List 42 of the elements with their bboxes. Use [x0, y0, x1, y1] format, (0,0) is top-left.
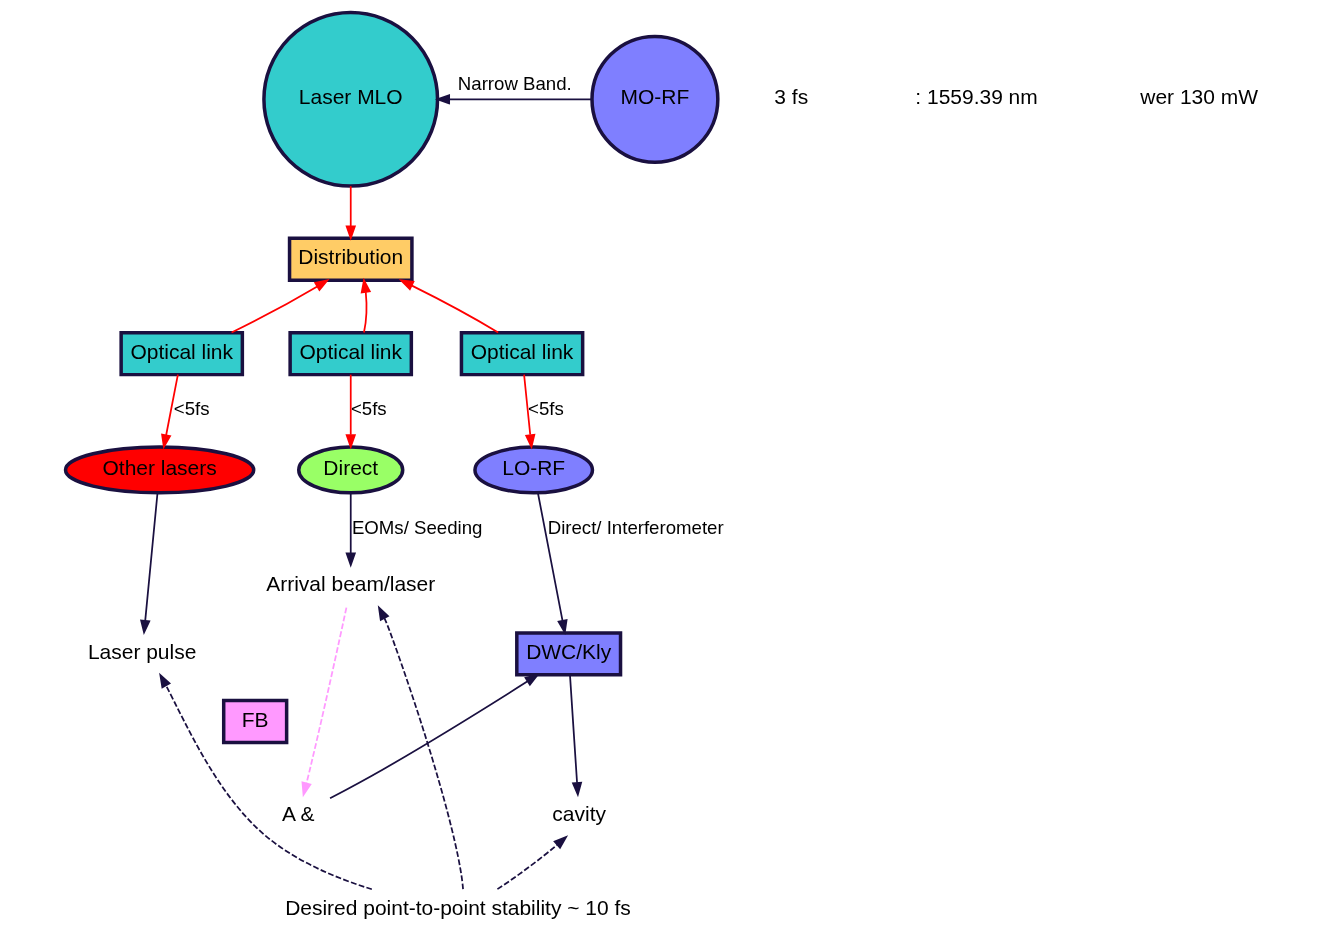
- node-text: Desired point-to-point stability ~ 10 fs: [285, 896, 631, 920]
- arrow: [496, 835, 569, 890]
- node-text: Arrival beam/laser: [266, 572, 436, 596]
- edge-label: EOMs/ Seeding: [351, 516, 483, 538]
- node-box: Optical link: [288, 330, 414, 377]
- node-text: A &: [281, 801, 315, 825]
- arrow: [159, 672, 373, 891]
- label: : 1559.39 nm: [915, 85, 1038, 109]
- arrow: [329, 673, 540, 800]
- arrow: [230, 279, 330, 334]
- edge-label: Direct/ Interferometer: [547, 516, 724, 538]
- node-box: Optical link: [119, 330, 245, 377]
- node-box: Distribution: [287, 236, 414, 282]
- arrow: [345, 492, 357, 568]
- label: wer 130 mW: [1140, 85, 1259, 109]
- node-ellipse: Direct: [297, 445, 405, 495]
- arrow: [569, 674, 583, 798]
- node-box: FB: [221, 698, 289, 745]
- arrow: [360, 277, 372, 334]
- arrow: [398, 279, 500, 334]
- arrow: [139, 492, 159, 636]
- arrow: [523, 373, 536, 450]
- arrow: [301, 606, 348, 798]
- node-text: cavity: [552, 801, 606, 825]
- arrow: [434, 94, 594, 105]
- arrow: [345, 185, 357, 241]
- arrow: [377, 605, 464, 890]
- node-ellipse: Other lasers: [63, 445, 256, 495]
- label: 3 fs: [774, 85, 809, 109]
- node-text: Laser pulse: [87, 639, 197, 663]
- arrow: [537, 492, 568, 635]
- node-circle: Laser MLO: [262, 10, 440, 188]
- arrow: [161, 373, 179, 450]
- node-box: Optical link: [459, 330, 585, 377]
- node-circle: MO-RF: [590, 34, 720, 164]
- edge-label: <5fs: [173, 398, 210, 420]
- edge-label: <5fs: [350, 398, 387, 420]
- node-ellipse: LO-RF: [473, 445, 595, 495]
- edge-label: <5fs: [528, 398, 564, 420]
- edge-label: Narrow Band.: [457, 72, 572, 94]
- arrow: [345, 373, 357, 450]
- node-box: DWC/Kly: [515, 631, 623, 677]
